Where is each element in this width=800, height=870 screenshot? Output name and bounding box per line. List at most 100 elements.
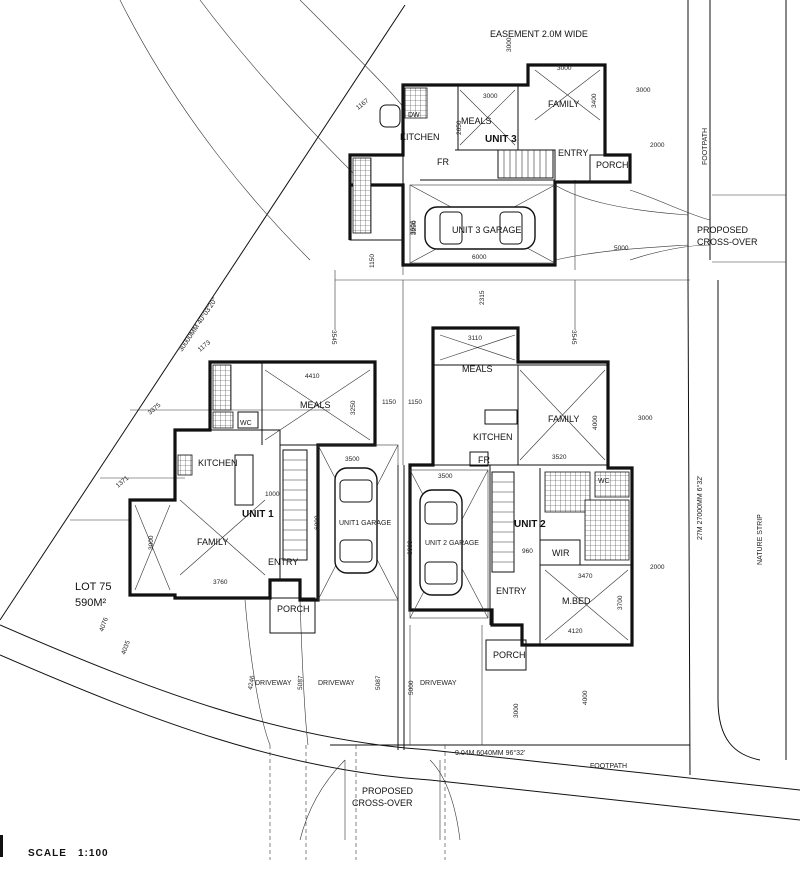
dim-4035: 4035 — [120, 639, 132, 655]
dim-3250-u3garage: 3250 — [411, 220, 418, 235]
scale-value: 1:100 — [78, 848, 109, 859]
dim-1150-left: 1150 — [369, 254, 376, 268]
unit-3-dw-label: DW — [408, 112, 420, 119]
dim-960: 960 — [522, 548, 533, 555]
unit-2-stairs — [491, 471, 515, 573]
dim-5000-drive: 5000 — [614, 245, 629, 252]
unit-1-meals-label: MEALS — [300, 400, 331, 410]
unit-1-stairs — [282, 449, 308, 561]
unit-3-meals-label: MEALS — [461, 116, 492, 126]
unit-1-family-label: FAMILY — [197, 537, 228, 547]
north-bar — [0, 835, 3, 857]
unit-3-garage-label: UNIT 3 GARAGE — [452, 225, 521, 235]
unit-2-garage-label: UNIT 2 GARAGE — [425, 540, 479, 547]
dim-1167: 1167 — [355, 97, 371, 111]
unit-1 — [128, 360, 399, 634]
dim-1000: 1000 — [265, 491, 280, 498]
dim-2315: 2315 — [479, 290, 486, 305]
dim-3000-u3-meals: 3000 — [483, 93, 498, 100]
dim-3500-u2: 3500 — [438, 473, 453, 480]
driveway-label-2: DRIVEWAY — [318, 680, 355, 687]
dim-4246: 4246 — [247, 675, 256, 691]
unit-3-entry-label: ENTRY — [558, 148, 588, 158]
dim-6000-u2garage: 6000 — [407, 540, 414, 555]
dim-2650: 2650 — [456, 120, 463, 135]
lot-number: LOT 75 — [75, 581, 112, 593]
site-boundary — [0, 0, 800, 841]
boundary-left-label: 30000MM 40°03'20" — [177, 296, 219, 353]
unit-1-kitchen-label: KITCHEN — [198, 458, 238, 468]
dim-3500-u1: 3500 — [345, 456, 360, 463]
lot-area: 590M² — [75, 597, 107, 609]
dim-4000-bottom: 4000 — [582, 690, 589, 705]
unit-2-fr-label: FR — [478, 455, 490, 465]
unit-3-label: UNIT 3 — [485, 134, 517, 145]
unit-3-porch-label: PORCH — [596, 160, 629, 170]
unit-1-porch-label: PORCH — [277, 604, 310, 614]
dim-3000-porch2: 3000 — [513, 703, 520, 718]
unit-2 — [408, 326, 634, 671]
unit-1-entry-label: ENTRY — [268, 557, 298, 567]
driveway-label-3: DRIVEWAY — [420, 680, 457, 687]
dim-2000-right: 2000 — [650, 564, 665, 571]
nature-strip-label: NATURE STRIP — [757, 514, 764, 565]
dim-6000-u3garage: 6000 — [472, 254, 487, 261]
unit-3-kitchen-label: KITCHEN — [400, 132, 440, 142]
crossover-bottom-line1: PROPOSED — [362, 786, 414, 796]
unit-2-kitchen-label: KITCHEN — [473, 432, 513, 442]
dim-3000-easement: 3000 — [506, 37, 513, 52]
unit-1-garage-label: UNIT1 GARAGE — [339, 520, 391, 527]
dim-3470: 3470 — [578, 573, 593, 580]
unit-1-car — [334, 467, 378, 574]
unit-2-car — [419, 489, 463, 596]
dim-3400: 3400 — [591, 93, 598, 108]
unit-3-fr-label: FR — [437, 157, 449, 167]
dim-1173: 1173 — [197, 339, 213, 354]
dim-5000-u2drive: 5000 — [408, 680, 415, 695]
dim-5087: 5087 — [375, 675, 382, 690]
dim-3545-right: 3545 — [570, 330, 577, 345]
unit-2-entry-label: ENTRY — [496, 586, 526, 596]
dim-3520: 3520 — [552, 454, 567, 461]
dim-1371: 1371 — [115, 475, 131, 490]
dim-4076: 4076 — [98, 616, 110, 632]
scale-label: SCALE — [28, 848, 67, 859]
unit-2-porch-label: PORCH — [493, 650, 526, 660]
dim-3110: 3110 — [468, 335, 482, 342]
dim-5087b: 5087 — [297, 675, 305, 690]
dim-3000-top: 3000 — [557, 65, 572, 72]
dim-4000-u2family: 4000 — [592, 415, 599, 430]
crossover-bottom-line2: CROSS-OVER — [352, 798, 413, 808]
dim-3000-right-u3: 3000 — [636, 87, 651, 94]
unit-2-wc-label: WC — [598, 478, 610, 485]
crossover-right-line1: PROPOSED — [697, 225, 749, 235]
dim-3250-u1meals: 3250 — [350, 400, 357, 415]
dim-1150-mid-b: 1150 — [408, 399, 422, 406]
boundary-bottom-label: 9.04M 6040MM 96°32' — [455, 749, 525, 757]
unit-3 — [348, 63, 632, 267]
boundary-right-label: 27M 27000MM 6°32' — [696, 476, 704, 540]
dim-4120: 4120 — [568, 628, 583, 635]
unit-2-family-label: FAMILY — [548, 414, 579, 424]
unit-3-stairs — [497, 149, 554, 179]
footpath-bottom-label: FOOTPATH — [590, 763, 627, 770]
unit-3-car — [424, 206, 536, 250]
unit-2-meals-label: MEALS — [462, 364, 493, 374]
easement-label: EASEMENT 2.0M WIDE — [490, 29, 588, 39]
dim-3700: 3700 — [617, 595, 624, 610]
dim-3375: 3375 — [147, 402, 163, 417]
dim-2000-porch: 2000 — [650, 142, 665, 149]
driveway-label-1: DRIVEWAY — [255, 680, 292, 687]
dim-3000-right-u2: 3000 — [638, 415, 653, 422]
dim-1150-mid-a: 1150 — [382, 399, 396, 406]
dimension-labels: 3000 3000 3000 3400 2650 2000 3000 3250 … — [98, 37, 665, 718]
unit-2-mbed-label: M.BED — [562, 596, 591, 606]
driveways — [244, 184, 689, 860]
unit-2-label: UNIT 2 — [514, 519, 546, 530]
unit-2-wir-label: WIR — [552, 548, 570, 558]
footpath-right-label: FOOTPATH — [702, 128, 709, 165]
unit-1-label: UNIT 1 — [242, 509, 274, 520]
dim-4410: 4410 — [305, 373, 320, 380]
dim-3606: 3606 — [410, 220, 417, 235]
